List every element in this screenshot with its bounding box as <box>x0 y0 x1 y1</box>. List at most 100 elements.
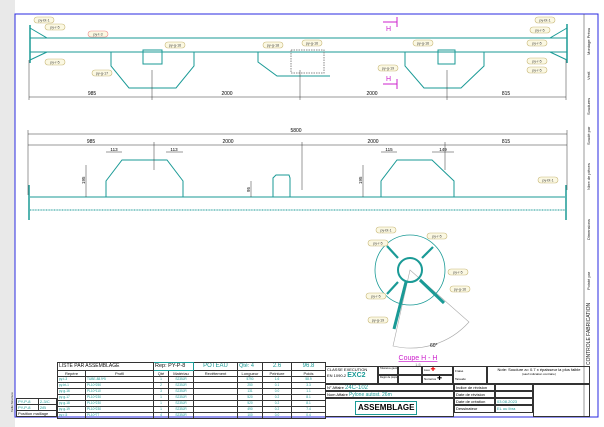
side-strip-label: Nbre de pièces <box>586 163 591 190</box>
affaire-row: N° Affaire 24C-102 <box>325 384 454 391</box>
position-label: Position maillage <box>16 410 57 417</box>
execution-class-box: CLASSE EXECUTION EN 1090-2 EXC2 <box>325 366 378 384</box>
part-label-bubble[interactable]: py-g-16 <box>301 39 323 47</box>
empty-block <box>533 384 590 417</box>
part-label-text: py-r-5 <box>373 241 382 245</box>
table-cell: PL10*77 <box>85 412 154 419</box>
part-label-bubble[interactable]: py-g-16 <box>164 41 186 49</box>
part-label-text: py-r-5 <box>432 234 441 238</box>
part-label-bubble[interactable]: py-bt-1 <box>375 226 397 234</box>
section-angle: 60° <box>430 343 438 349</box>
part-label-text: py-r-5 <box>453 270 462 274</box>
side-strip-label: Pointé par <box>586 271 591 290</box>
part-label-text: py-g-19 <box>382 66 394 70</box>
norm: EN 1090-2 <box>327 373 347 378</box>
left-gutter <box>0 0 15 427</box>
part-label-bubble[interactable]: py-bt-1 <box>534 16 556 24</box>
paint-total: 2.6 <box>262 362 292 371</box>
tolerance-label: Tolérance géométrique <box>378 366 398 375</box>
empty-cell <box>398 375 422 384</box>
top-view <box>29 24 568 89</box>
weight-total: 96.8 <box>291 362 326 371</box>
part-label-text: py-g-16 <box>169 43 181 47</box>
indice-value <box>495 384 533 391</box>
preparation-label: Degré de préparation <box>378 375 398 384</box>
empty-cell <box>398 366 422 375</box>
numeros-cell: Numéros ✚ <box>422 375 453 384</box>
side-strip-label: CONTROLE FABRICATION <box>586 302 592 365</box>
part-labels: py-bt-1py-r-5py-t-3py-g-16py-r-5py-g-17p… <box>33 16 559 324</box>
side-label: Taille Structure <box>10 392 14 412</box>
table-cell: 4 <box>153 412 169 419</box>
part-label-text: py-r-5 <box>50 60 59 64</box>
part-label-bubble[interactable]: py-bt-1 <box>33 16 55 24</box>
table-cell: S235JR <box>168 412 194 419</box>
table-cell: py-r-5 <box>57 412 86 419</box>
side-strip-label: Vérif. <box>586 70 591 80</box>
table-cell <box>193 412 238 419</box>
part-label-bubble[interactable]: py-r-5 <box>367 239 389 247</box>
section-marker-label: H <box>386 26 391 33</box>
part-label-bubble[interactable]: py-g-16 <box>412 39 434 47</box>
top-dim-2: 2000 <box>221 91 232 97</box>
part-label-text: py-r-5 <box>50 25 59 29</box>
top-dim-3: 2000 <box>366 91 377 97</box>
part-label-bubble[interactable]: py-r-5 <box>44 58 66 66</box>
detail-dim: 95 <box>246 186 251 192</box>
date-creation-value: 03.08.2023 <box>495 398 533 405</box>
part-label-text: py-r-5 <box>532 59 541 63</box>
side-strip-label: Soudures <box>586 97 591 115</box>
kind-area: ASSEMBLAGE <box>325 398 454 417</box>
assemblage-badge: ASSEMBLAGE <box>355 401 418 415</box>
part-label-text: py-g-17 <box>96 71 108 75</box>
table-cell: 0.4 <box>291 412 326 419</box>
front-dim-4: 815 <box>502 139 511 145</box>
section-marker-top <box>383 17 398 27</box>
part-label-bubble[interactable]: py-r-5 <box>526 57 548 65</box>
part-label-text: py-t-3 <box>93 32 102 36</box>
detail-dim: 115 <box>385 147 393 152</box>
part-label-text: py-g-18 <box>267 43 279 47</box>
part-label-bubble[interactable]: py-r-5 <box>426 232 448 240</box>
part-label-bubble[interactable]: py-g-19 <box>367 316 389 324</box>
part-label-bubble[interactable]: py-r-5 <box>44 23 66 31</box>
part-label-bubble[interactable]: py-g-18 <box>262 41 284 49</box>
part-label-text: py-r-5 <box>532 68 541 72</box>
part-label-bubble[interactable]: py-g-17 <box>91 69 113 77</box>
detail-dim: 195 <box>81 176 86 184</box>
table-cell: 100 <box>237 412 263 419</box>
exc-class: EXC2 <box>347 372 366 379</box>
part-label-text: py-bt-1 <box>542 178 553 182</box>
assembly-rep: Rep: PY-P-8 <box>153 362 194 371</box>
section-marker-bottom <box>383 79 398 89</box>
detail-dim: 113 <box>170 147 178 152</box>
part-label-bubble[interactable]: py-g-19 <box>377 64 399 72</box>
front-dim-3: 2000 <box>367 139 378 145</box>
assembly-name: POTEAU <box>193 362 238 371</box>
date-creation-label: Date de création <box>454 398 495 405</box>
part-label-bubble[interactable]: py-r-5 <box>447 268 469 276</box>
part-label-bubble[interactable]: py-r-5 <box>529 26 551 34</box>
part-label-bubble[interactable]: py-r-5 <box>365 292 387 300</box>
side-strip-label: Soudé par <box>586 126 591 145</box>
part-label-text: py-r-5 <box>371 294 380 298</box>
cross-icon: ✚ <box>437 376 443 382</box>
part-label-bubble[interactable]: py-g-16 <box>449 285 471 293</box>
part-label-bubble[interactable]: py-r-5 <box>526 39 548 47</box>
classe-label: CLASSE EXECUTION <box>327 367 368 372</box>
part-label-bubble[interactable]: py-t-3 <box>87 30 109 38</box>
part-label-bubble[interactable]: py-r-5 <box>526 66 548 74</box>
part-label-bubble[interactable]: py-bt-1 <box>537 176 559 184</box>
top-dim-1: 985 <box>88 91 97 97</box>
red-cross-icon: ✚ <box>430 367 436 373</box>
detail-dim: 149 <box>439 147 447 152</box>
part-label-text: py-r-5 <box>535 28 544 32</box>
part-label-text: py-g-16 <box>417 41 429 45</box>
part-label-text: py-r-5 <box>532 41 541 45</box>
section-scale: 1:5 <box>415 362 421 367</box>
part-label-text: py-g-16 <box>454 287 466 291</box>
section-title: Coupe H - H <box>399 355 438 362</box>
